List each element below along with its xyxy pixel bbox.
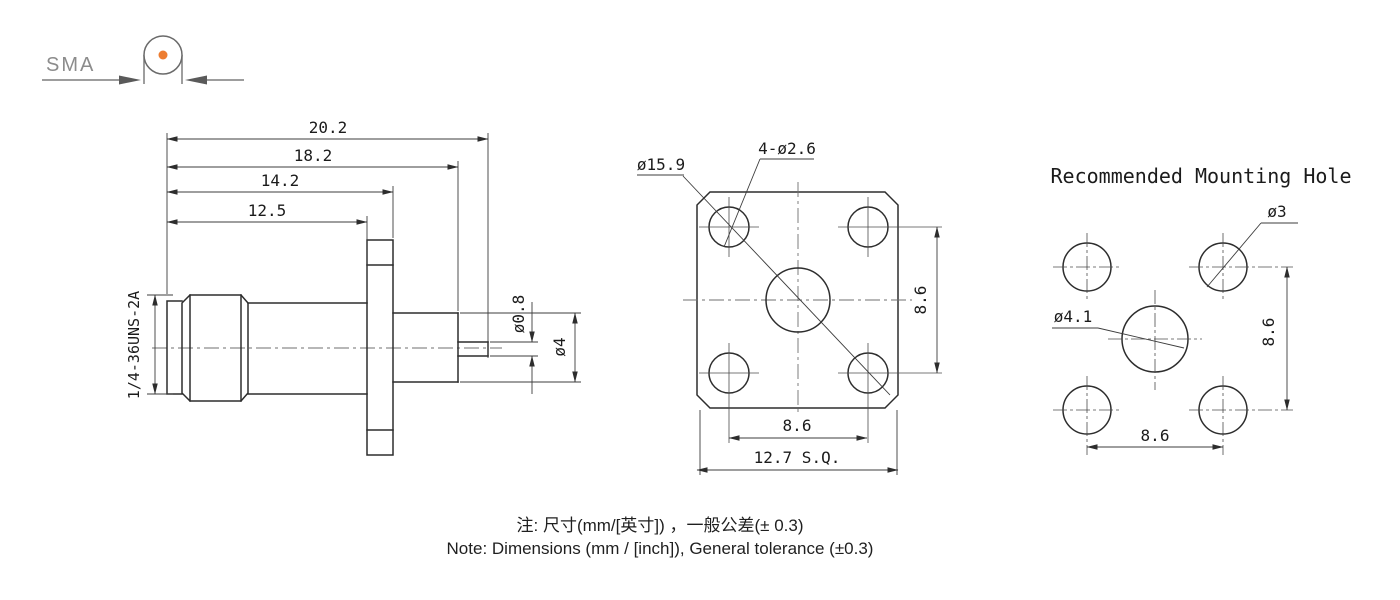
pin-dia-label: ø0.8 xyxy=(509,295,528,334)
flange-center-bore xyxy=(765,267,831,333)
sma-left-arrow-icon xyxy=(119,75,141,85)
leader-line xyxy=(1097,327,1185,349)
flange-outline xyxy=(696,191,899,409)
mounting-title: Recommended Mounting Hole xyxy=(1050,164,1351,188)
body-dia-label: ø4 xyxy=(550,337,569,356)
thread-spec-label: 1/4-36UNS-2A xyxy=(125,291,143,399)
leader-line xyxy=(723,158,761,248)
flange-size-label: 12.7 S.Q. xyxy=(754,448,841,467)
connector-front-lip xyxy=(166,300,183,395)
sma-label: SMA xyxy=(46,54,95,76)
flange-section xyxy=(366,239,394,456)
corner-holes-label: 4-ø2.6 xyxy=(758,139,816,158)
note-line-en: Note: Dimensions (mm / [inch]), General … xyxy=(446,539,874,558)
sma-symbol: SMA xyxy=(42,35,244,85)
coupling-nut xyxy=(181,294,249,402)
mounting-hspacing-label: 8.6 xyxy=(1141,426,1170,445)
leader-line xyxy=(1206,222,1262,288)
flange-vspacing-label: 8.6 xyxy=(911,286,930,315)
diagonal-leader-line xyxy=(682,175,891,396)
dim-overall-length: 20.2 xyxy=(309,118,348,137)
flange-diagonal-label: ø15.9 xyxy=(637,155,685,174)
center-hole-dia-label: ø4.1 xyxy=(1054,307,1093,326)
note-line-zh: 注: 尺寸(mm/[英寸]) ，一般公差(± 0.3) xyxy=(516,516,804,535)
side-view: 20.2 18.2 14.2 12.5 1/4-36UNS-2A ø0.8 ø4 xyxy=(125,118,581,456)
dim-to-flange-back: 14.2 xyxy=(261,171,300,190)
sma-center-pin-dot-icon xyxy=(158,50,168,60)
dim-to-cylinder-end: 18.2 xyxy=(294,146,333,165)
sma-right-arrow-icon xyxy=(185,75,207,85)
drawing-note: 注: 尺寸(mm/[英寸]) ，一般公差(± 0.3) Note: Dimens… xyxy=(160,514,1160,560)
mounting-vspacing-label: 8.6 xyxy=(1259,318,1278,347)
mounting-hole-dia-label: ø3 xyxy=(1267,202,1286,221)
flange-hspacing-label: 8.6 xyxy=(783,416,812,435)
dim-to-flange-front: 12.5 xyxy=(248,201,287,220)
flange-view: ø15.9 4-ø2.6 8.6 8.6 12.7 S.Q. xyxy=(637,139,942,475)
mounting-view: Recommended Mounting Hole ø3 ø4.1 8.6 xyxy=(1050,164,1352,455)
